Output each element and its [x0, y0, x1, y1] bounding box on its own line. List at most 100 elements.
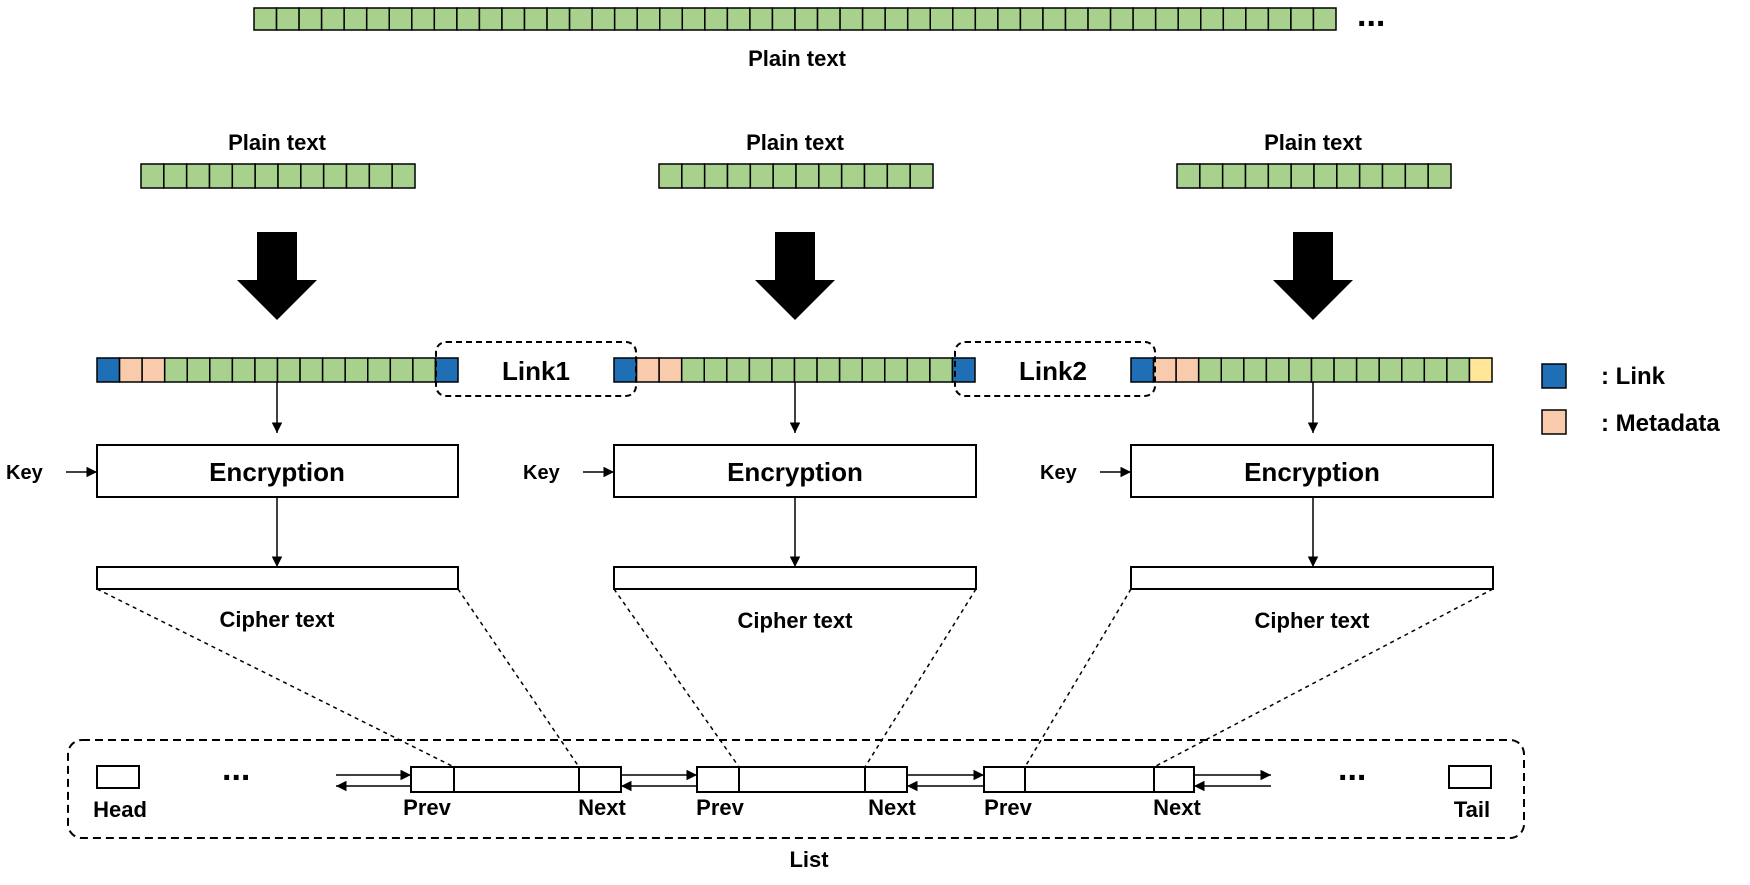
legend-metadata-swatch [1541, 409, 1567, 435]
plain-cell [1381, 163, 1407, 189]
plain-cell [974, 7, 999, 31]
plain-cell [1222, 7, 1247, 31]
plain-cell [840, 163, 866, 189]
plain-cell [909, 163, 934, 189]
plain-cell [726, 163, 752, 189]
plain-cell [1312, 7, 1337, 31]
chunk-plain-text-bar [658, 163, 934, 189]
node-next-label: Next [868, 795, 916, 820]
tail-label: Tail [1454, 797, 1490, 822]
chunk-plain-text-label: Plain text [746, 130, 844, 155]
node-body [983, 766, 1195, 793]
node-next-label: Next [578, 795, 626, 820]
plain-cell [838, 357, 863, 383]
plain-cell [1199, 163, 1224, 189]
plain-cell [478, 7, 503, 31]
plain-cell [1244, 163, 1270, 189]
plain-cell [929, 357, 954, 383]
plain-cell [433, 7, 458, 31]
plain-cell [1446, 357, 1471, 383]
top-plain-text-bar [253, 7, 1337, 31]
cipher-text-label: Cipher text [220, 607, 336, 632]
plain-cell [412, 357, 437, 383]
plain-cell [818, 163, 843, 189]
plain-cell [839, 7, 864, 31]
metadata-cell [635, 357, 660, 383]
cipher-projection-lines [96, 588, 1494, 768]
cipher-text-bar [1130, 566, 1494, 590]
plain-cell [322, 163, 348, 189]
top-ellipsis: ... [1357, 0, 1385, 34]
plain-cell [1200, 7, 1225, 31]
plain-cell [906, 7, 932, 31]
plain-cell [411, 7, 436, 31]
plain-cell [253, 7, 278, 31]
node-prev-label: Prev [984, 795, 1032, 820]
key-label: Key [1040, 462, 1078, 484]
plain-cell [185, 163, 211, 189]
list-label: List [789, 847, 829, 872]
cipher-text-bar [613, 566, 977, 590]
plain-cell [726, 7, 751, 31]
list-right-ellipsis: ... [1338, 750, 1366, 788]
plain-cell [1288, 357, 1313, 383]
plain-cell [208, 163, 234, 189]
plain-cell [254, 163, 279, 189]
plain-cell [748, 357, 773, 383]
plain-cell [1042, 7, 1067, 31]
list-pointer-arrows [336, 769, 1271, 792]
plain-cell [1290, 7, 1315, 31]
plain-cell [771, 7, 796, 31]
list-container [67, 739, 1525, 839]
metadata-cell [141, 357, 166, 383]
plain-cell [884, 7, 909, 31]
plain-cell [794, 7, 819, 31]
plain-cell [1267, 163, 1292, 189]
chunk-plain-text-label: Plain text [1264, 130, 1362, 155]
plain-cell [795, 163, 820, 189]
plain-cell [1427, 163, 1452, 189]
down-arrow-icon [1273, 232, 1353, 320]
plain-cell [320, 7, 345, 31]
node-body [696, 766, 908, 793]
plain-cell [1064, 7, 1089, 31]
plain-cell [658, 163, 683, 189]
plain-cell [299, 357, 324, 383]
plain-cell [703, 163, 729, 189]
plain-cell [1177, 7, 1202, 31]
plain-cell [591, 7, 616, 31]
plain-cell [1221, 163, 1247, 189]
plain-cell [277, 163, 302, 189]
plain-cell [952, 7, 977, 31]
plain-cell [456, 7, 481, 31]
plain-cell [546, 7, 571, 31]
plain-cell [300, 163, 325, 189]
link2-label: Link2 [1019, 356, 1087, 386]
link-cell [96, 357, 121, 383]
plain-cell [703, 357, 728, 383]
legend-link-label: : Link [1601, 363, 1666, 390]
plain-cell [816, 357, 841, 383]
plain-cell [613, 7, 638, 31]
plain-cell [163, 357, 189, 383]
plain-cell [1132, 7, 1157, 31]
plain-cell [749, 163, 774, 189]
plain-cell [298, 7, 323, 31]
plain-cell [345, 163, 371, 189]
cipher-text-label: Cipher text [1255, 608, 1371, 633]
packet-bar [613, 357, 976, 383]
plain-cell [771, 357, 796, 383]
legend-link-swatch [1541, 363, 1567, 389]
plain-cell [367, 357, 392, 383]
plain-cell [749, 7, 774, 31]
plain-cell [1333, 357, 1358, 383]
plain-cell [861, 357, 886, 383]
plain-cell [1358, 163, 1384, 189]
plain-cell [997, 7, 1022, 31]
metadata-cell [118, 357, 143, 383]
list-node-2: Prev Next [696, 766, 917, 820]
plain-cell [321, 357, 346, 383]
plain-cell [1401, 357, 1426, 383]
link-cell [951, 357, 976, 383]
packet-bar [96, 357, 459, 383]
